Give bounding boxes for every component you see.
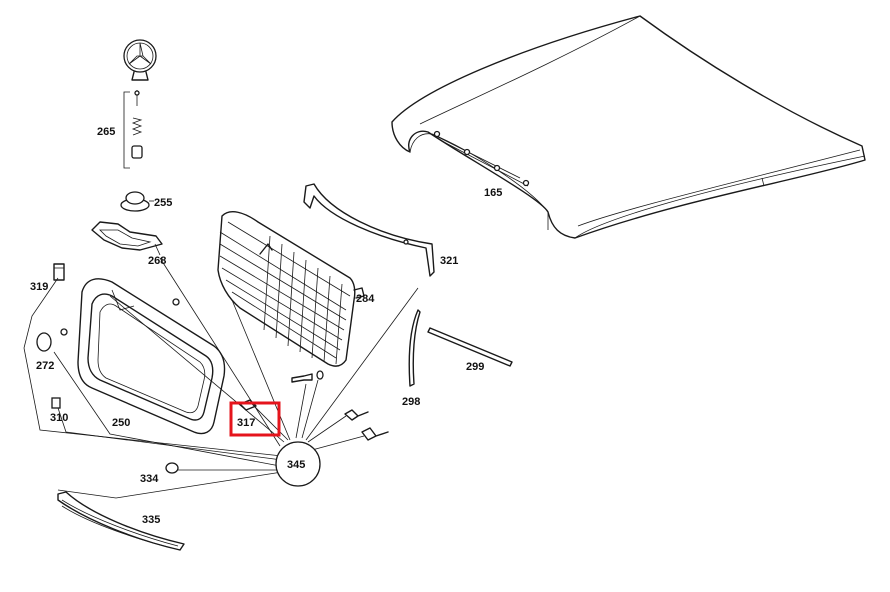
clip-part-319[interactable] (53, 263, 65, 281)
label-298[interactable]: 298 (402, 396, 420, 408)
rod-part-299[interactable] (427, 327, 513, 367)
star-emblem[interactable] (123, 39, 157, 81)
label-334[interactable]: 334 (140, 473, 159, 485)
label-317[interactable]: 317 (237, 417, 255, 429)
gasket-part-268[interactable] (91, 221, 163, 256)
label-165[interactable]: 165 (484, 187, 502, 199)
label-335[interactable]: 335 (142, 514, 160, 526)
label-299[interactable]: 299 (466, 361, 484, 373)
label-265[interactable]: 265 (97, 126, 115, 138)
radiator-grille-part-284[interactable] (217, 211, 365, 367)
leader-lines (23, 257, 419, 499)
label-319[interactable]: 319 (30, 281, 48, 293)
label-272[interactable]: 272 (36, 360, 54, 372)
grille-frame-part-250[interactable] (77, 278, 226, 435)
label-284[interactable]: 284 (356, 293, 375, 305)
spring-part-265[interactable] (123, 90, 143, 169)
label-321[interactable]: 321 (440, 255, 458, 267)
badge-part-272[interactable] (36, 328, 68, 352)
grommet-part-255[interactable] (120, 191, 154, 212)
label-310[interactable]: 310 (50, 412, 68, 424)
trim-strip-part-321[interactable] (303, 183, 435, 277)
lower-trim-part-335[interactable] (57, 491, 185, 551)
highlight-box-317 (229, 401, 281, 437)
screw-part-310[interactable] (51, 397, 61, 409)
label-345[interactable]: 345 (287, 459, 305, 471)
bolt-part-334[interactable] (165, 462, 179, 474)
hub-circle-345[interactable] (275, 441, 321, 487)
label-268[interactable]: 268 (148, 255, 166, 267)
label-255[interactable]: 255 (154, 197, 172, 209)
hood-part-165[interactable] (391, 15, 866, 239)
label-250[interactable]: 250 (112, 417, 130, 429)
strip-part-298[interactable] (408, 309, 421, 387)
